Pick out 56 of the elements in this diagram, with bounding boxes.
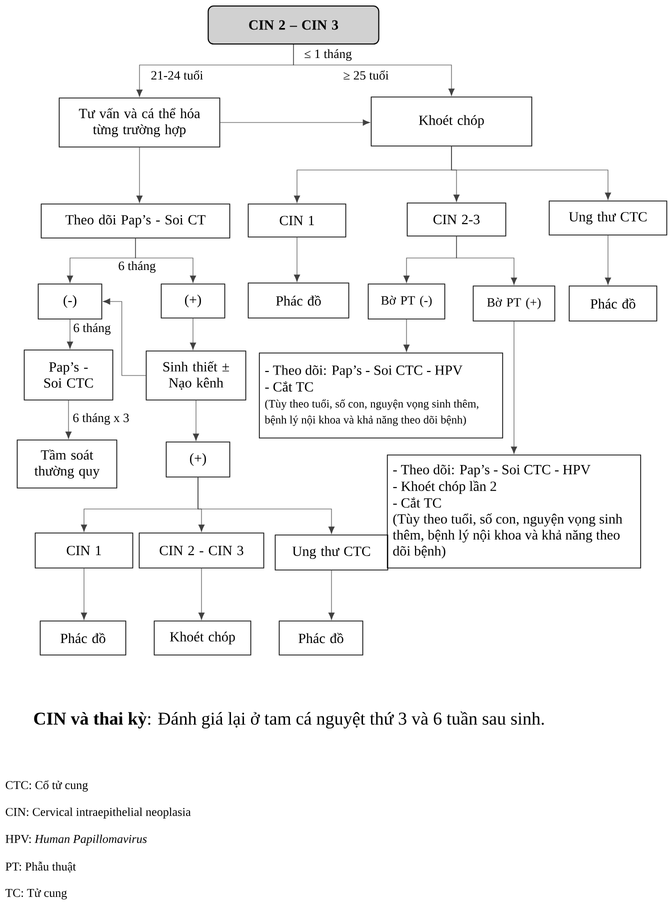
process-box: CIN 2 - CIN 3: [138, 532, 264, 568]
arrow: [65, 400, 72, 439]
process-box: (+): [160, 284, 226, 318]
process-box: Theo dõi Pap’s - Soi CT: [40, 204, 230, 238]
arrow: [294, 237, 300, 282]
interval-label: ≤ 1 tháng: [304, 49, 352, 61]
start-box: CIN 2 – CIN 3: [208, 5, 380, 45]
process-box: Bờ PT (+): [472, 286, 556, 322]
process-box: Khoét chóp: [370, 96, 532, 146]
arrow: [403, 319, 410, 352]
edge-label: ≥ 25 tuổi: [342, 69, 390, 81]
process-box: Phác đồ: [278, 620, 364, 656]
abbreviation-text: HPV: Human Papillomavirus: [6, 834, 147, 846]
arrow: [456, 236, 518, 285]
process-box: Sinh thiết ± Nạo kênh: [146, 350, 246, 400]
arrow: [135, 238, 196, 283]
arrow: [604, 235, 612, 285]
process-box: Ung thư CTC: [274, 534, 388, 570]
arrow: [190, 318, 196, 350]
arrow: [198, 477, 335, 534]
arrow: [328, 570, 335, 620]
process-box: CIN 2-3: [406, 202, 506, 236]
arrow: [293, 44, 455, 96]
interval-label: 6 tháng: [118, 261, 156, 273]
process-box: Phác đồ: [40, 620, 126, 656]
arrow: [198, 568, 205, 620]
arrow: [510, 321, 518, 454]
abbreviation-text: TC: Tử cung: [5, 888, 67, 900]
process-box: Ung thư CTC: [548, 200, 668, 236]
process-box: CIN 1: [248, 204, 346, 238]
arrow: [192, 400, 200, 441]
process-box: Phác đồ: [248, 282, 350, 318]
arrow: [136, 147, 143, 203]
process-box: (-): [38, 284, 102, 320]
arrow: [66, 319, 74, 349]
note-box: - Theo dõi: Pap’s - Soi CTC - HPV - Cắt TC (Tùy theo tuổi, số con, nguyện vọng sinh thêm, bệnh lý nội khoa và khả năng theo dõi bệnh): [258, 352, 504, 438]
process-box: Khoét chóp: [154, 620, 252, 656]
arrow: [451, 146, 612, 200]
edge-label: 6 tháng: [72, 322, 112, 336]
process-box: CIN 1: [34, 532, 134, 568]
process-box: Pap’s - Soi CTC: [24, 350, 114, 400]
abbreviation-text: CIN: Cervical intraepithelial neoplasia: [6, 808, 191, 818]
process-box: Tư vấn và cá thể hóa từng trường hợp: [58, 98, 220, 148]
process-box: Phác đồ: [568, 286, 658, 322]
arrow: [80, 568, 88, 620]
arrow: [220, 119, 370, 126]
abbreviation-text: CTC: Cổ tử cung: [6, 780, 88, 792]
edge-label: 6 tháng x 3: [71, 412, 131, 426]
note-box: - Theo dõi: Pap’s - Soi CTC - HPV - Khoét chóp lần 2 - Cắt TC (Tùy theo tuổi, số con, nguyện vọng sinh thêm, bệnh lý nội khoa và khả năng theo dõi bệnh): [386, 454, 642, 568]
process-box: (+): [166, 442, 230, 478]
edge-label: 21-24 tuổi: [149, 69, 205, 81]
arrow: [102, 298, 146, 376]
process-box: Bờ PT (-): [368, 284, 446, 320]
process-box: Tầm soát thường quy: [16, 440, 118, 488]
note-text: CIN và thai kỳ: Đánh giá lại ở tam cá nguyệt thứ 3 và 6 tuần sau sinh.: [34, 712, 544, 728]
abbreviation-text: PT: Phẫu thuật: [6, 862, 76, 872]
